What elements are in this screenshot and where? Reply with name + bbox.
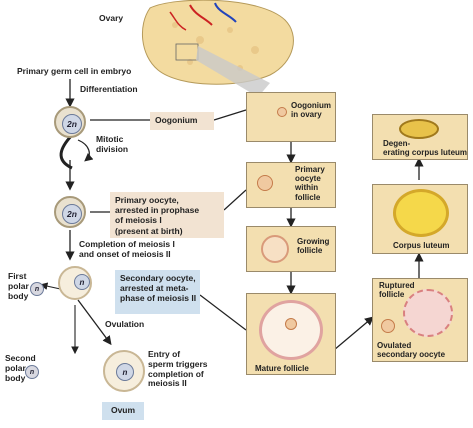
degenerating-corpus-luteum-label: Degen- erating corpus luteum <box>383 139 468 158</box>
panel-mature-follicle: Mature follicle <box>246 293 336 375</box>
panel-primary-oocyte-follicle: Primary oocyte within follicle <box>246 162 336 208</box>
primary-oocyte-box: Primary oocyte, arrested in prophase of … <box>110 192 224 238</box>
ovulated-oocyte-cell <box>381 319 395 333</box>
ruptured-follicle-shape <box>403 289 453 337</box>
panel-corpus-luteum: Corpus luteum <box>372 184 468 254</box>
mature-follicle-cell <box>259 300 323 360</box>
secondary-oocyte-cell: n <box>58 266 92 300</box>
zoom-wedge <box>196 46 270 97</box>
arrow-ovulation <box>77 299 112 346</box>
mitotic-division-label: Mitotic division <box>96 134 129 154</box>
degenerating-shape <box>399 119 439 139</box>
panel-degenerating-corpus-luteum: Degen- erating corpus luteum <box>372 114 468 160</box>
growing-follicle-cell <box>261 235 289 263</box>
first-polar-body-label: First polar body <box>8 271 29 301</box>
panel-ruptured-follicle: Ruptured follicle Ovulated secondary ooc… <box>372 278 468 362</box>
sperm-entry-label: Entry of sperm triggers completion of me… <box>148 349 208 389</box>
nucleus-n: n <box>29 368 35 376</box>
second-polar-body-cell: n <box>25 365 39 379</box>
panel-growing-follicle: Growing follicle <box>246 226 336 272</box>
ovulation-label: Ovulation <box>105 319 145 329</box>
ruptured-follicle-label: Ruptured follicle <box>379 281 415 300</box>
primary-germ-cell-label: Primary germ cell in embryo <box>17 66 132 76</box>
nucleus-2n: 2n <box>62 204 82 224</box>
differentiation-label: Differentiation <box>80 84 138 94</box>
oogonium-box: Oogonium <box>150 112 214 130</box>
nucleus-n: n <box>116 363 134 381</box>
oogonium-in-ovary-label: Oogonium in ovary <box>291 101 331 120</box>
nucleus-2n: 2n <box>62 114 82 134</box>
primary-oocyte-follicle-label: Primary oocyte within follicle <box>295 165 325 202</box>
ovum-box: Ovum <box>102 402 144 420</box>
nucleus-n: n <box>74 274 90 290</box>
nucleus-n: n <box>34 285 40 293</box>
primary-germ-cell: 2n <box>54 106 86 138</box>
corpus-luteum-shape <box>393 189 449 237</box>
growing-follicle-label: Growing follicle <box>297 237 330 256</box>
first-polar-body-cell: n <box>30 282 44 296</box>
secondary-oocyte-box: Secondary oocyte, arrested at meta- phas… <box>115 270 200 314</box>
ovary-label: Ovary <box>99 13 124 23</box>
second-polar-body-label: Second polar body <box>5 353 36 383</box>
panel-oogonium-in-ovary: Oogonium in ovary <box>246 92 336 142</box>
oogonium-cell <box>277 107 287 117</box>
follicle-cell <box>257 175 273 191</box>
mitotic-loop-arrow <box>59 133 74 170</box>
ovulated-secondary-oocyte-label: Ovulated secondary oocyte <box>377 341 446 360</box>
oocyte-cell <box>285 318 297 330</box>
ovum-cell: n <box>103 350 145 392</box>
mature-follicle-label: Mature follicle <box>255 364 309 373</box>
meiosis-label: Completion of meiosis I and onset of mei… <box>79 239 175 259</box>
primary-oocyte-cell: 2n <box>54 196 86 228</box>
corpus-luteum-label: Corpus luteum <box>393 241 450 250</box>
